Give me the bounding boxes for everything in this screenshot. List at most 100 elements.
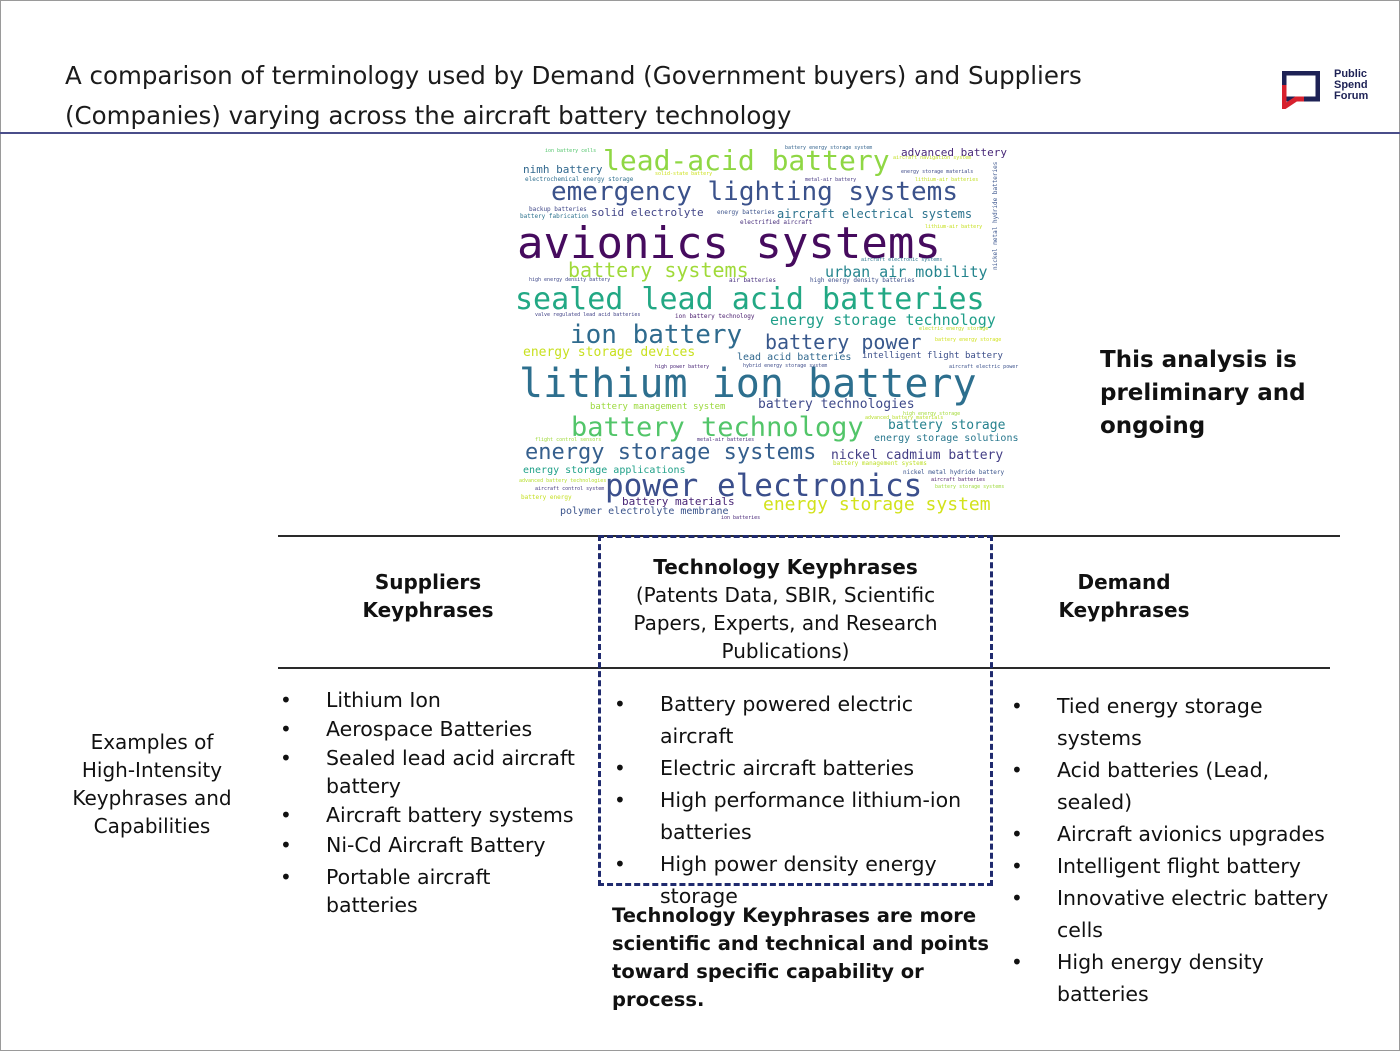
cloud-word: high power battery [655, 364, 710, 370]
logo-text-public: Public [1334, 68, 1368, 80]
cloud-word: advanced battery materials [865, 415, 944, 421]
row-label: Examples of High-Intensity Keyphrases an… [72, 730, 232, 838]
cloud-word: lead-acid battery [603, 144, 890, 177]
technology-header-sources: (Patents Data, SBIR, Scientific Papers, … [633, 583, 938, 663]
cloud-word: battery storage systems [935, 484, 1005, 490]
slide-title: A comparison of terminology used by Dema… [65, 61, 1082, 130]
list-item: Electric aircraft batteries [614, 752, 980, 784]
cloud-word: avionics systems [517, 218, 941, 269]
cloud-word: battery energy storage [935, 337, 1002, 343]
list-item: Aircraft avionics upgrades [1011, 818, 1347, 850]
cloud-word: ion battery technology [675, 313, 755, 320]
public-spend-forum-logo: Public Spend Forum [1282, 69, 1372, 111]
cloud-word: battery energy storage system [785, 145, 873, 151]
cloud-word: battery energy [521, 494, 572, 501]
cloud-word: hybrid energy storage system [743, 363, 828, 369]
list-item: High power density energy storage [614, 848, 980, 912]
logo-text-spend: Spend [1334, 79, 1368, 91]
list-item: Ni-Cd Aircraft Battery [280, 831, 576, 859]
cloud-word: solid electrolyte [591, 206, 704, 219]
cloud-word: battery technology [571, 412, 864, 443]
cloud-word: energy storage system [763, 494, 991, 515]
cloud-word: lithium-air battery [925, 224, 983, 230]
cloud-word: high energy density batteries [810, 277, 915, 284]
technology-keyphrase-list: Battery powered electric aircraft Electr… [614, 688, 980, 912]
cloud-word: aircraft electric power [949, 364, 1019, 370]
table-header-rule [278, 667, 1330, 669]
cloud-word: aircraft control system [535, 486, 605, 492]
list-item: High performance lithium-ion batteries [614, 784, 980, 848]
list-item: Portable aircraft batteries [280, 863, 576, 919]
list-item: Lithium Ion [280, 686, 576, 714]
cloud-word: emergency lighting systems [551, 177, 958, 207]
cloud-word: battery materials [622, 495, 735, 508]
cloud-word: energy storage systems [525, 440, 817, 465]
cloud-word: aircraft electrical systems [777, 207, 973, 221]
technology-header-title: Technology Keyphrases [653, 555, 918, 579]
cloud-word: power electronics [605, 468, 923, 504]
cloud-word: advanced battery [901, 146, 1007, 159]
word-cloud: avionics systems lithium ion battery lea… [515, 142, 1020, 521]
cloud-word: battery management system [590, 402, 726, 412]
cloud-word: air batteries [729, 277, 776, 284]
cloud-word: nickel metal hydride batteries [992, 161, 999, 270]
cloud-word: battery management systems [833, 460, 927, 467]
cloud-word: advanced battery technologies [519, 478, 607, 484]
list-item: High energy density batteries [1011, 946, 1347, 1010]
suppliers-keyphrase-list: Lithium Ion Aerospace Batteries Sealed l… [280, 686, 576, 919]
preliminary-note: This analysis is preliminary and ongoing [1100, 347, 1306, 439]
cloud-word: aircraft batteries [931, 477, 986, 483]
technology-column-header: Technology Keyphrases (Patents Data, SBI… [628, 553, 943, 665]
cloud-word: energy storage solutions [874, 433, 1019, 444]
suppliers-header-line2: Keyphrases [362, 598, 494, 622]
cloud-word: battery technologies [758, 397, 915, 412]
cloud-word: electrified aircraft [740, 219, 813, 226]
cloud-word: energy storage devices [523, 345, 696, 360]
cloud-word: nickel cadmium battery [831, 448, 1004, 463]
cloud-word: energy batteries [717, 209, 775, 216]
list-item: Innovative electric battery cells [1011, 882, 1347, 946]
cloud-word: solid-state battery [655, 171, 713, 177]
cloud-word: aircraft electronic systems [861, 257, 943, 263]
cloud-word: metal-air battery [805, 177, 857, 183]
list-item: Aircraft battery systems [280, 801, 576, 829]
cloud-word: lithium ion battery [519, 361, 977, 407]
demand-keyphrase-list: Tied energy storage systems Acid batteri… [1011, 690, 1347, 1010]
cloud-word: battery fabrication [520, 213, 589, 220]
cloud-word: metal-air batteries [697, 437, 755, 443]
logo-text-forum: Forum [1334, 90, 1369, 102]
cloud-word: urban air mobility [825, 263, 988, 281]
cloud-word: aircraft navigation system [893, 155, 972, 161]
list-item: Battery powered electric aircraft [614, 688, 980, 752]
cloud-word: electric energy storage [919, 326, 989, 332]
cloud-word: ion batteries [721, 515, 761, 521]
cloud-word: battery power [765, 330, 922, 354]
cloud-word: lead acid batteries [737, 352, 852, 363]
list-item: Acid batteries (Lead, sealed) [1011, 754, 1347, 818]
cloud-word: energy storage materials [901, 169, 974, 175]
cloud-word: ion battery [570, 320, 743, 350]
cloud-word: backup batteries [529, 206, 587, 213]
cloud-word: nickel metal hydride battery [903, 469, 1005, 476]
title-rule [0, 132, 1400, 134]
cloud-word: battery systems [568, 258, 749, 282]
cloud-word: polymer electrolyte membrane [560, 506, 729, 517]
cloud-word: intelligent flight battery [862, 351, 1003, 361]
technology-footnote: Technology Keyphrases are more scientifi… [612, 904, 989, 1011]
cloud-word: electrochemical energy storage [525, 176, 634, 183]
cloud-word: high energy storage [903, 411, 961, 417]
cloud-word: lithium-air batteries [915, 177, 979, 183]
list-item: Aerospace Batteries [280, 715, 576, 743]
suppliers-header-line1: Suppliers [374, 570, 482, 594]
demand-column-header: Demand Keyphrases [1014, 568, 1234, 624]
cloud-word: valve regulated lead acid batteries [535, 312, 641, 318]
cloud-word: ion battery cells [545, 148, 597, 154]
list-item: Sealed lead acid aircraft battery [280, 744, 576, 800]
cloud-word: sealed lead acid batteries [515, 282, 985, 317]
cloud-word: energy storage applications [523, 465, 686, 476]
cloud-word: flight control sensors [535, 437, 602, 443]
suppliers-column-header: Suppliers Keyphrases [318, 568, 538, 624]
demand-header-line1: Demand [1077, 570, 1171, 594]
logo-mark-icon [1282, 71, 1320, 109]
cloud-word: battery storage [888, 418, 1006, 433]
